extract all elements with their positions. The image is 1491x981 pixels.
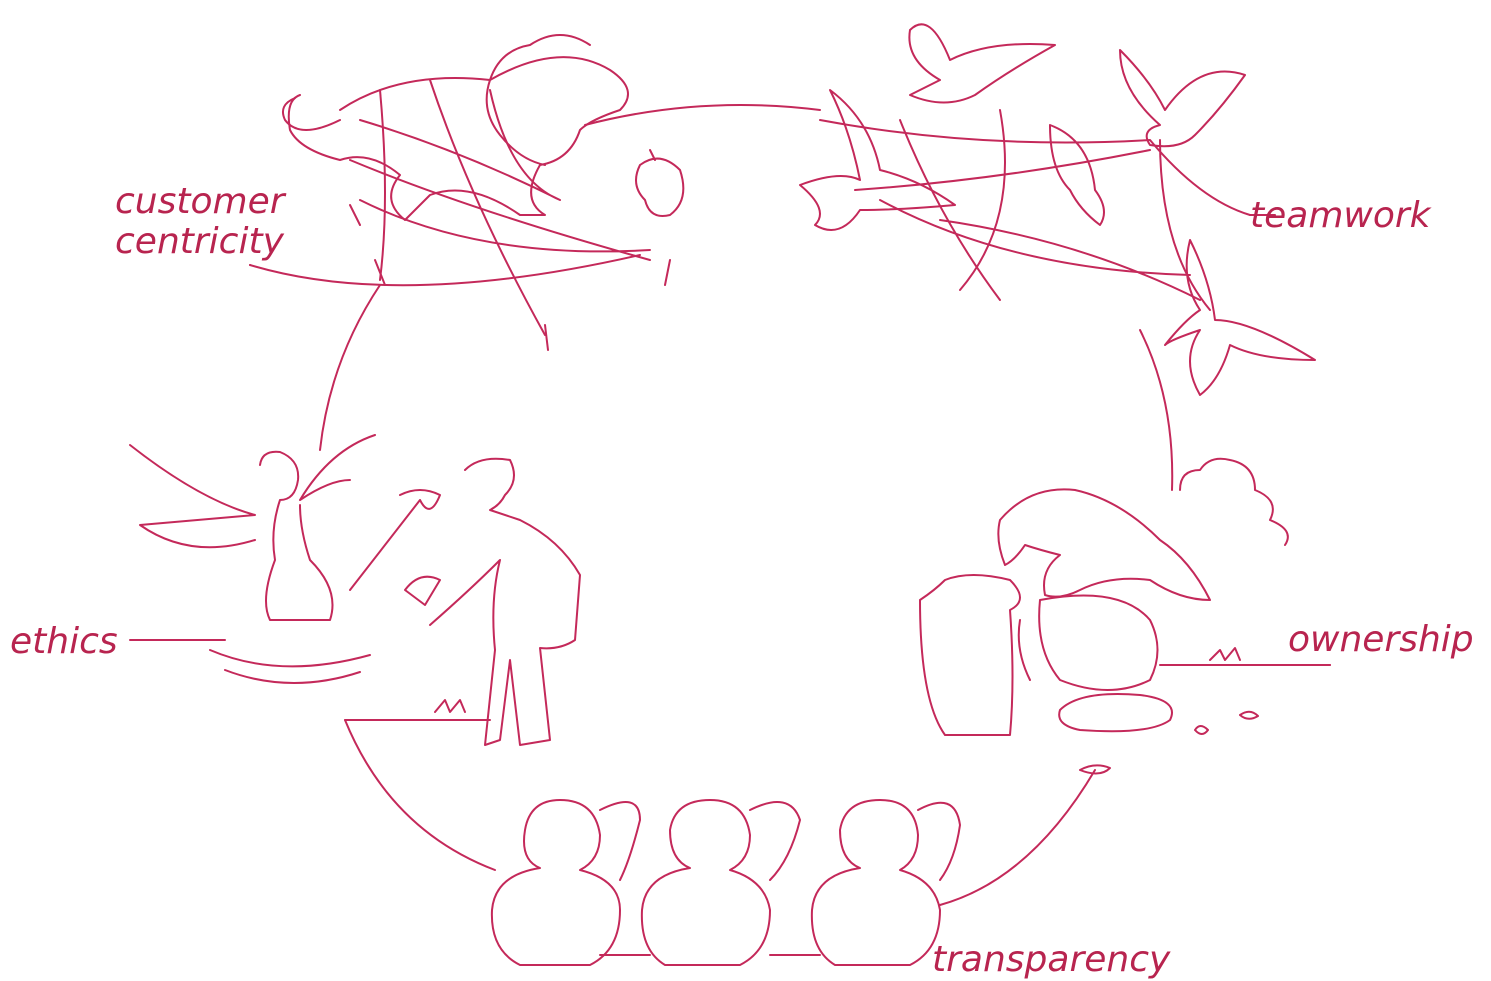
net-lines	[819, 109, 1276, 311]
cloud	[1179, 457, 1289, 546]
woodcutter	[429, 457, 581, 746]
doves-lifting-net-illustration	[799, 23, 1316, 396]
label-customer-centricity-line-2: centricity	[115, 221, 284, 262]
lion-body	[287, 56, 629, 221]
label-teamwork: teamwork	[1250, 195, 1431, 236]
pitcher-right	[1017, 594, 1159, 691]
label-ethics: ethics	[10, 621, 118, 662]
dove-2	[1119, 49, 1246, 148]
crow	[997, 488, 1211, 601]
axe	[349, 489, 441, 606]
arc-crow-to-monkeys	[939, 769, 1096, 906]
monkey-hear-no-evil	[640, 799, 801, 966]
label-customer-centricity: customer centricity	[115, 182, 285, 262]
label-transparency: transparency	[932, 939, 1171, 980]
label-customer-centricity-line-1: customer	[115, 181, 285, 222]
lion-mane	[485, 34, 591, 166]
fairy	[259, 450, 334, 621]
net-stakes	[349, 204, 671, 351]
net-lines	[249, 79, 651, 336]
fairy-wings	[129, 434, 376, 549]
woodcutter-and-water-fairy-illustration	[129, 434, 581, 746]
dove-5	[1164, 239, 1316, 396]
water-ripples	[209, 649, 371, 684]
pebbles	[1079, 710, 1259, 775]
lion-and-mouse-in-net-illustration	[249, 34, 685, 351]
crow-and-pitcher-illustration	[919, 457, 1331, 775]
label-ownership: ownership	[1288, 619, 1474, 660]
monkey-see-no-evil	[490, 799, 641, 966]
mouse	[635, 149, 685, 217]
lion-tail	[282, 97, 341, 131]
grass	[344, 699, 491, 721]
monkey-speak-no-evil	[810, 799, 961, 966]
dove-3	[799, 89, 956, 231]
rock	[1058, 693, 1173, 733]
arc-ethics-to-lion	[319, 284, 381, 451]
three-wise-monkeys-illustration	[490, 799, 961, 966]
dove-1	[908, 23, 1056, 104]
dove-4	[1049, 124, 1105, 226]
arc-monkeys-to-ethics	[344, 719, 496, 871]
pitcher-left	[919, 574, 1021, 736]
arc-doves-to-crow	[1139, 329, 1174, 491]
arc-lion-to-doves	[584, 104, 821, 126]
